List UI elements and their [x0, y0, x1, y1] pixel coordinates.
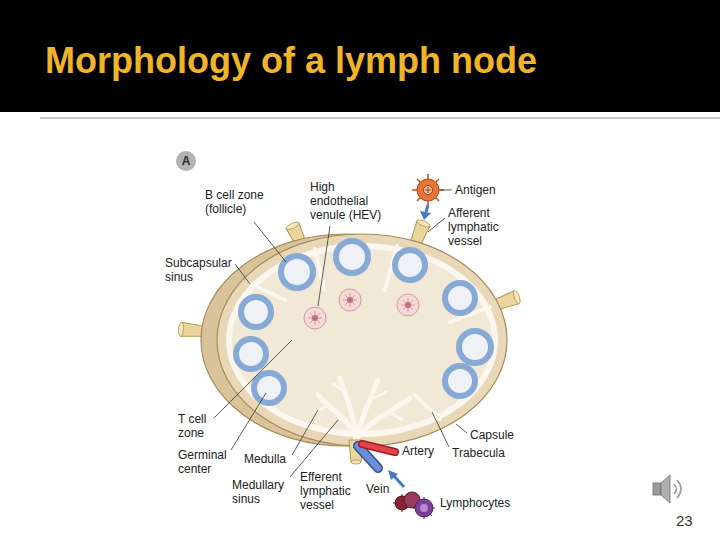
high-endothelial-venules — [304, 289, 419, 329]
part-label: Antigen — [455, 183, 496, 197]
part-label: Medulla — [244, 452, 286, 466]
part-label: Afferent lymphatic vessel — [448, 206, 510, 248]
antigen-cell — [412, 174, 444, 220]
lymph-node-body — [201, 234, 507, 446]
part-label: High endothelial venule (HEV) — [310, 180, 390, 222]
slide-number: 23 — [676, 512, 693, 530]
leader-lines — [214, 190, 467, 477]
part-label: B cell zone (follicle) — [205, 188, 277, 216]
speaker-icon — [653, 475, 681, 503]
hilum-vessels — [349, 440, 395, 468]
medullary-sinuses — [316, 378, 410, 440]
part-label: Germinal center — [178, 448, 234, 476]
part-label: Medullary sinus — [232, 478, 294, 506]
part-label: Artery — [402, 444, 434, 458]
panel-letter: A — [182, 155, 191, 167]
part-label: T cell zone — [178, 412, 218, 440]
part-label: Capsule — [470, 428, 514, 442]
part-label: Subcapsular sinus — [165, 256, 237, 284]
part-label: Efferent lymphatic vessel — [300, 470, 356, 512]
follicles — [236, 241, 491, 403]
slide-title: Morphology of a lymph node — [45, 40, 537, 82]
lymphocytes — [388, 470, 435, 519]
part-label: Trabecula — [452, 446, 505, 460]
title-band — [0, 0, 720, 112]
part-label: Vein — [366, 482, 389, 496]
rule-line — [40, 117, 720, 119]
panel-letter-badge: A — [176, 151, 196, 171]
part-label: Lymphocytes — [440, 496, 510, 510]
